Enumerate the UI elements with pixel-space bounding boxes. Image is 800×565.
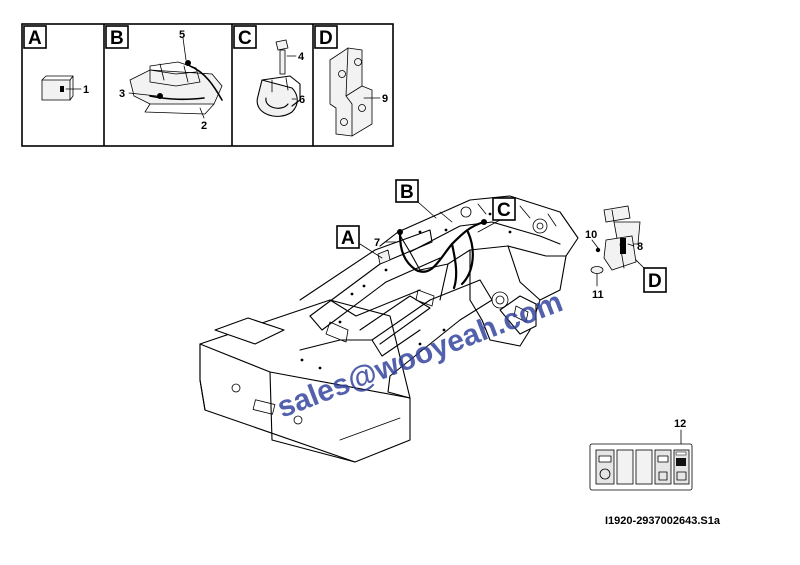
view-tag-a: A — [336, 225, 360, 249]
callout-8: 8 — [637, 241, 643, 253]
bolt-part — [275, 39, 289, 75]
callout-7: 7 — [374, 237, 380, 249]
callout-9: 9 — [382, 93, 388, 105]
view-tag-c: C — [492, 197, 516, 221]
connector-part — [41, 75, 74, 101]
detail-panel-a: A 1 — [23, 25, 89, 101]
svg-text:D: D — [648, 271, 662, 292]
callout-3: 3 — [119, 88, 125, 100]
switch-panel: 12 — [589, 418, 693, 491]
callout-10: 10 — [585, 229, 597, 241]
callout-11: 11 — [592, 289, 604, 301]
bracket-d-assembly — [590, 205, 641, 274]
callout-5: 5 — [179, 29, 185, 41]
callout-1: 1 — [83, 84, 89, 96]
callout-4: 4 — [298, 51, 305, 63]
detail-panel-d: D 9 — [314, 25, 388, 137]
view-tag-d: D — [643, 267, 667, 293]
clamp-part — [256, 75, 301, 117]
detail-panel-c: C 4 6 — [233, 25, 305, 117]
chassis-frame-drawing — [199, 195, 579, 463]
callout-2: 2 — [201, 120, 207, 132]
detail-panel-strip: A 1 B 5 3 — [21, 23, 394, 147]
panel-letter-b: B — [110, 28, 124, 49]
svg-text:B: B — [400, 182, 414, 203]
callout-12: 12 — [674, 418, 686, 430]
svg-text:C: C — [497, 200, 511, 221]
panel-letter-c: C — [238, 28, 252, 49]
callout-6: 6 — [299, 94, 305, 106]
svg-text:A: A — [341, 228, 355, 249]
detail-panel-b: B 5 3 2 — [105, 25, 223, 132]
panel-letter-a: A — [28, 28, 42, 49]
panel-letter-d: D — [319, 28, 333, 49]
mounting-bracket-part — [329, 47, 373, 137]
document-id: I1920-2937002643.S1a — [605, 515, 721, 527]
view-tag-b: B — [395, 179, 419, 203]
